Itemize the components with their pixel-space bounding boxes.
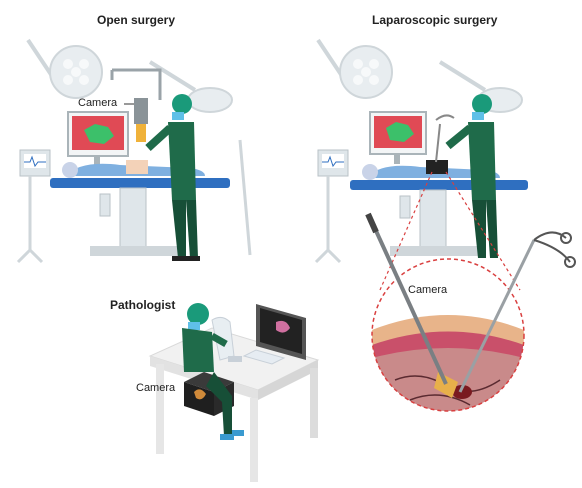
laparoscopic-camera-label: Camera bbox=[408, 284, 447, 296]
open-surgery-scene bbox=[18, 40, 250, 262]
camera-device bbox=[134, 98, 148, 124]
pathologist-scene bbox=[150, 303, 318, 482]
laparoscopic-surgery-scene bbox=[316, 40, 575, 420]
pathologist-title: Pathologist bbox=[110, 298, 175, 312]
surgeon bbox=[148, 94, 200, 261]
operating-table bbox=[50, 178, 230, 188]
laparoscopic-zoom-view bbox=[372, 259, 524, 420]
surgical-lamp-icon bbox=[188, 88, 232, 112]
open-surgery-camera-label: Camera bbox=[78, 97, 117, 109]
pathologist-camera-label: Camera bbox=[136, 382, 175, 394]
open-surgery-title: Open surgery bbox=[97, 13, 175, 27]
laparoscopic-surgery-title: Laparoscopic surgery bbox=[372, 13, 497, 27]
operating-table bbox=[350, 180, 528, 190]
